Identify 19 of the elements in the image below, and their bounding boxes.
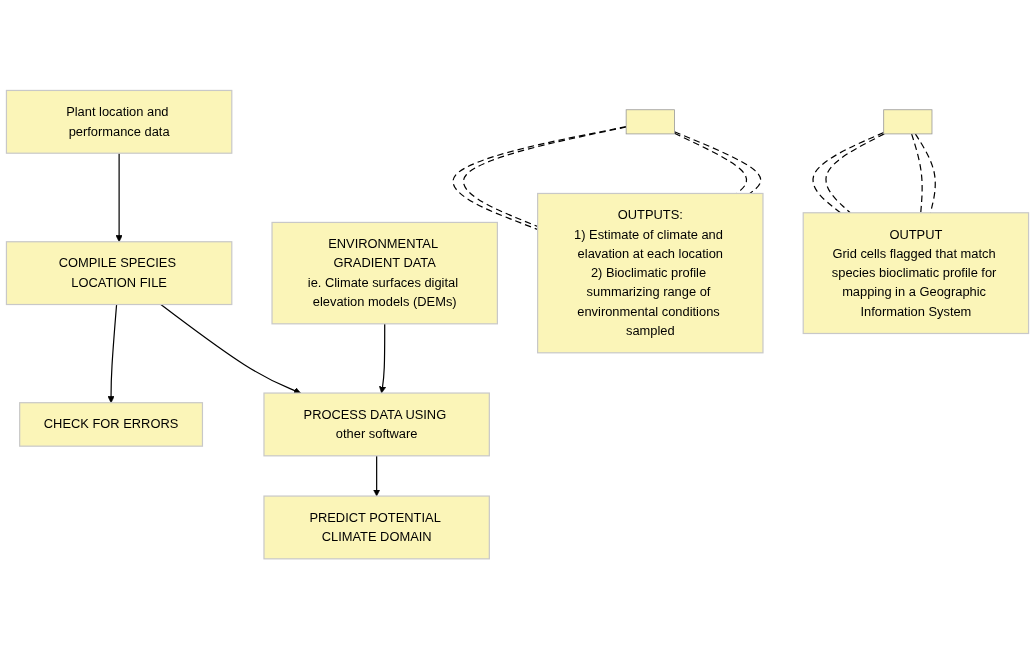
node-box: OUTPUTS: 1) Estimate of climate and elavation at each location 2) Bioclimatic profile summarizing range of environmental conditions sampled bbox=[537, 193, 764, 354]
node-box: PREDICT POTENTIAL CLIMATE DOMAIN bbox=[263, 495, 490, 560]
connector bbox=[825, 133, 885, 214]
node-box: ENVIRONMENTAL GRADIENT DATA ie. Climate surfaces digital elevation models (DEMs) bbox=[271, 222, 498, 325]
node-box bbox=[883, 109, 933, 135]
connector bbox=[812, 132, 885, 214]
node-box: OUTPUT Grid cells flagged that match species bioclimatic profile for mapping in a Geographic Information System bbox=[802, 212, 1030, 335]
arrow bbox=[373, 455, 381, 497]
node-box bbox=[625, 109, 675, 135]
arrow bbox=[379, 323, 387, 394]
connector bbox=[911, 133, 923, 214]
arrow bbox=[107, 304, 118, 404]
connector bbox=[673, 131, 762, 195]
node-box: PROCESS DATA USING other software bbox=[263, 392, 490, 457]
arrow bbox=[115, 152, 123, 243]
arrow bbox=[160, 304, 301, 395]
node-box: CHECK FOR ERRORS bbox=[19, 402, 204, 448]
node-box: Plant location and performance data bbox=[5, 90, 233, 155]
node-box: COMPILE SPECIES LOCATION FILE bbox=[5, 241, 233, 306]
